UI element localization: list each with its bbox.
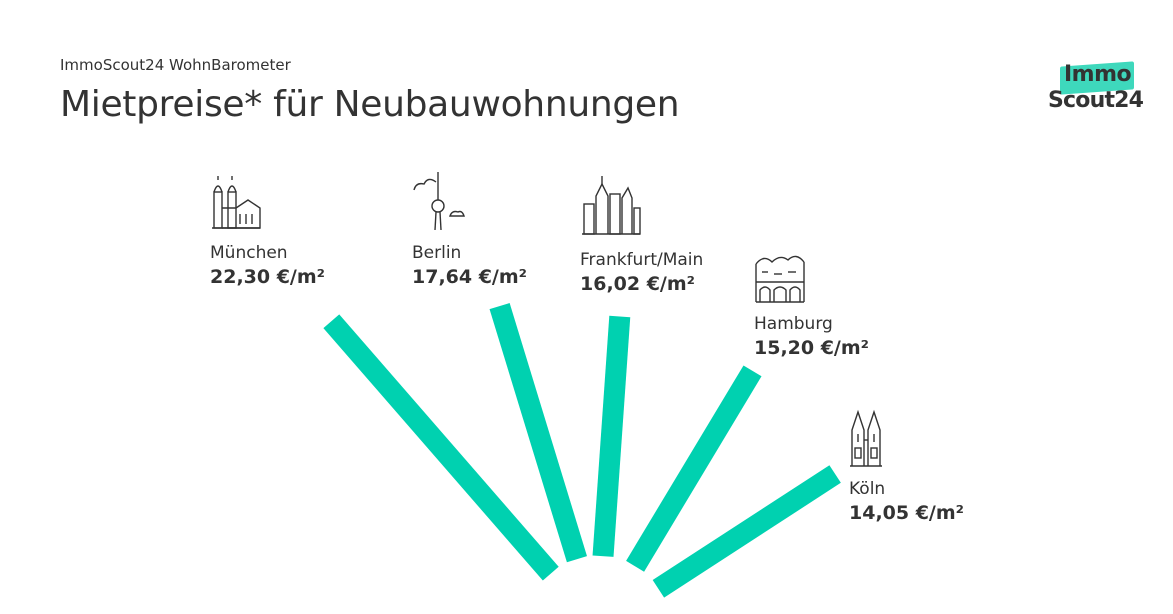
- city-label-koeln: Köln: [849, 479, 885, 499]
- frauenkirche-icon: [212, 176, 261, 229]
- logo-text-top: Immo: [1064, 62, 1132, 87]
- fernsehturm-icon: [413, 172, 465, 231]
- logo-text-bottom: Scout24: [1048, 88, 1144, 113]
- bar-hamburg: [626, 365, 762, 572]
- value-label-muenchen: 22,30 €/m²: [210, 266, 325, 288]
- value-label-frankfurt: 16,02 €/m²: [580, 273, 695, 295]
- city-label-frankfurt: Frankfurt/Main: [580, 250, 703, 270]
- bar-muenchen: [323, 314, 559, 581]
- city-label-muenchen: München: [210, 243, 288, 263]
- bar-koeln: [652, 465, 841, 598]
- city-label-hamburg: Hamburg: [754, 314, 833, 334]
- skyline-icon: [582, 176, 641, 235]
- value-label-hamburg: 15,20 €/m²: [754, 337, 869, 359]
- bar-frankfurt: [592, 315, 631, 557]
- elbphilharmonie-icon: [755, 255, 805, 303]
- value-label-berlin: 17,64 €/m²: [412, 266, 527, 288]
- immoscout24-logo: Immo Scout24: [1046, 61, 1146, 118]
- city-label-berlin: Berlin: [412, 243, 461, 263]
- chart-subtitle: ImmoScout24 WohnBarometer: [60, 56, 291, 74]
- cathedral-icon: [850, 409, 882, 467]
- value-label-koeln: 14,05 €/m²: [849, 502, 964, 524]
- bar-berlin: [489, 303, 587, 563]
- chart-title: Mietpreise* für Neubauwohnungen: [60, 84, 680, 125]
